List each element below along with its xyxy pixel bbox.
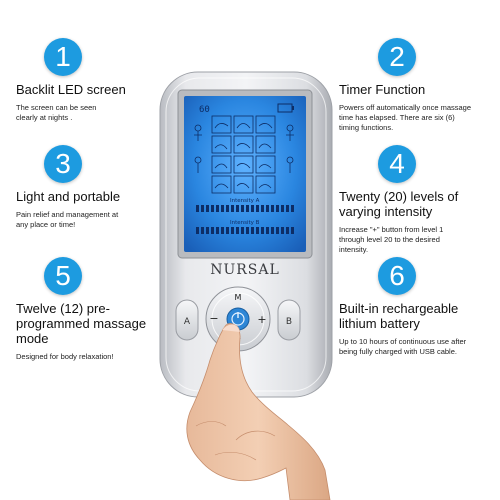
intensity-bar [261, 227, 264, 234]
intensity-bar [211, 205, 214, 212]
intensity-bar [221, 205, 224, 212]
feature-title: Light and portable [16, 189, 121, 204]
feature-number-badge: 3 [44, 145, 82, 183]
intensity-bar [241, 205, 244, 212]
intensity-bar [226, 227, 229, 234]
intensity-bar [246, 205, 249, 212]
feature-number-badge: 4 [378, 145, 416, 183]
feature-description: Up to 10 hours of continuous use after b… [339, 337, 467, 356]
feature-description: Pain relief and management at any place … [16, 210, 119, 229]
intensity-bar [266, 205, 269, 212]
intensity-bar [246, 227, 249, 234]
feature-title: Backlit LED screen [16, 82, 126, 97]
intensity-bar [291, 205, 294, 212]
svg-text:A: A [184, 317, 191, 327]
intensity-bar [251, 205, 254, 212]
intensity-bar [256, 205, 259, 212]
intensity-bar [221, 227, 224, 234]
feature-description: Powers off automatically once massage ti… [339, 103, 472, 132]
intensity-bar [211, 227, 214, 234]
feature-timer: 2 Timer Function Powers off automaticall… [339, 38, 479, 133]
feature-description: Increase "+" button from level 1 through… [339, 225, 444, 254]
feature-title: Twenty (20) levels of varying intensity [339, 189, 459, 219]
screen-readout: 60 [199, 105, 210, 115]
feature-number-badge: 2 [378, 38, 416, 76]
feature-number-badge: 6 [378, 257, 416, 295]
intensity-bar [276, 227, 279, 234]
intensity-bar [231, 205, 234, 212]
intensity-bar [236, 227, 239, 234]
intensity-bar [256, 227, 259, 234]
intensity-bar [286, 227, 289, 234]
intensity-bar [291, 227, 294, 234]
brand-logo: NURSAL [210, 262, 280, 278]
intensity-bar [201, 227, 204, 234]
intensity-bar [226, 205, 229, 212]
channel-b-button[interactable] [277, 299, 301, 341]
intensity-bar [236, 205, 239, 212]
feature-description: Designed for body relaxation! [16, 352, 114, 361]
massage-mode-icons [211, 115, 276, 194]
intensity-bar [216, 227, 219, 234]
intensity-bar [261, 205, 264, 212]
intensity-bar [286, 205, 289, 212]
intensity-bar [216, 205, 219, 212]
feature-light-portable: 3 Light and portable Pain relief and man… [16, 145, 166, 230]
feature-title: Built-in rechargeable lithium battery [339, 301, 459, 331]
plus-button[interactable]: + [257, 313, 266, 326]
intensity-bar [266, 227, 269, 234]
intensity-bar [276, 205, 279, 212]
intensity-bar [231, 227, 234, 234]
minus-button[interactable]: − [209, 312, 218, 325]
intensity-bar [271, 227, 274, 234]
feature-number-badge: 5 [44, 257, 82, 295]
feature-twelve-modes: 5 Twelve (12) pre-programmed massage mod… [16, 257, 166, 362]
feature-title: Timer Function [339, 82, 426, 97]
feature-title: Twelve (12) pre-programmed massage mode [16, 301, 147, 346]
intensity-bar [196, 227, 199, 234]
svg-text:B: B [286, 317, 292, 327]
feature-intensity-levels: 4 Twenty (20) levels of varying intensit… [339, 145, 479, 255]
mode-button[interactable]: M [235, 293, 242, 302]
intensity-bar [281, 205, 284, 212]
intensity-bar [196, 205, 199, 212]
feature-description: The screen can be seen clearly at nights… [16, 103, 97, 122]
hand-pressing-illustration [186, 323, 331, 500]
channel-a-button[interactable] [175, 299, 199, 341]
feature-backlit-led: 1 Backlit LED screen The screen can be s… [16, 38, 166, 123]
intensity-bars [196, 205, 294, 234]
intensity-bar [206, 205, 209, 212]
intensity-bar [206, 227, 209, 234]
intensity-bar [251, 227, 254, 234]
backlit-screen [184, 96, 306, 252]
intensity-bar [271, 205, 274, 212]
intensity-bar [201, 205, 204, 212]
intensity-bar [241, 227, 244, 234]
intensity-a-label: Intensity A [230, 198, 260, 204]
intensity-bar [281, 227, 284, 234]
feature-battery: 6 Built-in rechargeable lithium battery … [339, 257, 479, 357]
intensity-b-label: Intensity B [230, 220, 260, 226]
feature-number-badge: 1 [44, 38, 82, 76]
